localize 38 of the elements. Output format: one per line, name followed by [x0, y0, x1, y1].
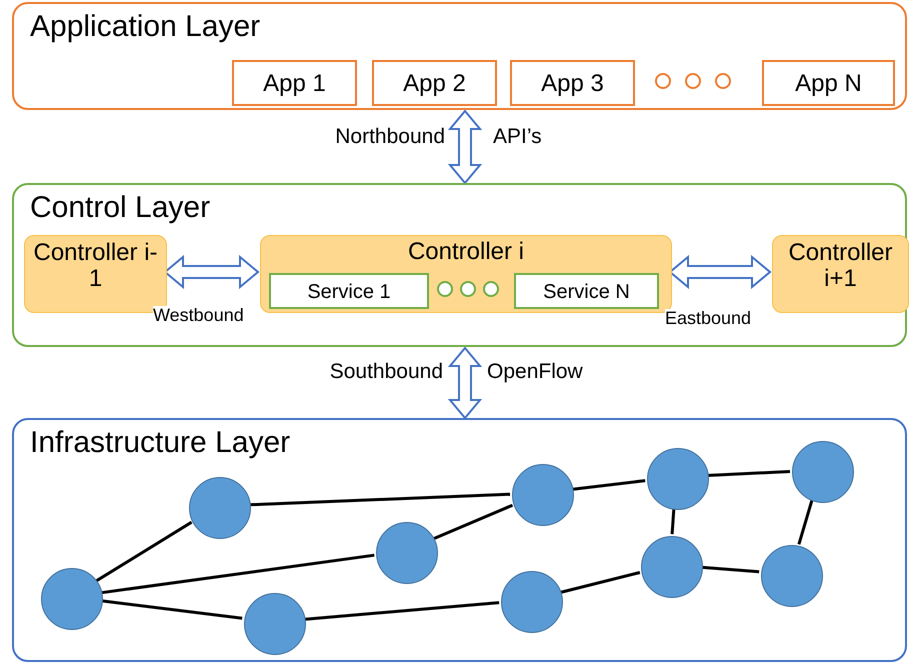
app-box — [372, 60, 497, 106]
layer-panel — [12, 183, 907, 347]
service-label: Service N — [542, 281, 631, 303]
link-line — [432, 504, 514, 540]
link-line — [572, 479, 646, 491]
layer-panel — [12, 2, 907, 110]
app-box — [232, 60, 357, 106]
controller-label: Controller i — [406, 239, 526, 266]
controller-box — [772, 235, 909, 313]
interface-label: OpenFlow — [487, 360, 583, 384]
controller-label: Controller i+1 — [787, 240, 894, 293]
app-label: App 1 — [262, 71, 327, 98]
link-line — [670, 508, 676, 534]
link-line — [706, 470, 790, 477]
app-label: App 2 — [402, 71, 467, 98]
link-line — [248, 492, 510, 506]
link-line — [797, 499, 814, 545]
link-line — [96, 520, 192, 582]
double-arrow — [448, 346, 482, 420]
layer-panel — [12, 418, 907, 662]
app-label: App N — [794, 71, 863, 98]
link-line — [700, 566, 760, 574]
layer-title: Application Layer — [30, 10, 260, 43]
service-box — [514, 273, 659, 309]
service-box — [269, 273, 429, 309]
layer-title: Infrastructure Layer — [30, 426, 290, 459]
link-line — [100, 599, 242, 620]
service-label: Service 1 — [306, 281, 392, 303]
app-box — [510, 60, 635, 106]
double-arrow — [448, 109, 482, 185]
layer-title: Control Layer — [30, 191, 210, 224]
link-line — [100, 554, 374, 594]
app-box — [762, 60, 895, 106]
link-line — [304, 601, 500, 621]
controller-box — [260, 235, 672, 313]
link-line — [560, 571, 640, 594]
controller-label: Controller i-1 — [33, 240, 158, 293]
app-label: App 3 — [540, 71, 605, 98]
